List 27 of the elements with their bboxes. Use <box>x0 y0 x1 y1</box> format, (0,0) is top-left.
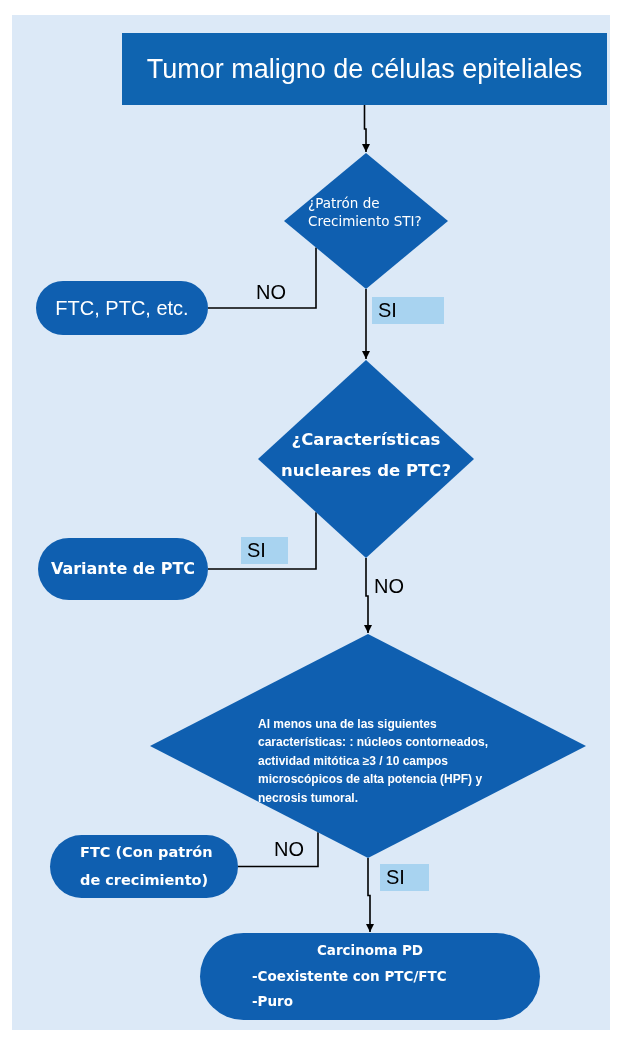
connector-line <box>362 104 370 153</box>
connector-line <box>362 288 370 360</box>
connector-line <box>207 246 317 309</box>
node-text: Carcinoma PD <box>315 941 425 961</box>
node-text: Tumor maligno de células epiteliales <box>146 52 583 86</box>
node-text: Al menos una de las siguientes características: : núcleos contorneados, actividad mitótica ≥3 / 10 campos microscópicos de alta potencia (HPF) y necrosis tumoral. <box>258 715 490 807</box>
connector-line <box>237 831 319 868</box>
edge-label: NO <box>255 280 287 305</box>
terminal-pill <box>36 281 208 335</box>
decision-diamond <box>150 634 586 858</box>
node-text: -Puro <box>252 992 294 1012</box>
connector-line <box>207 511 317 570</box>
connector-line <box>366 857 374 933</box>
connector-line <box>364 557 372 634</box>
node-text: ¿Patrón de Crecimiento STI? <box>308 193 423 231</box>
node-text: -Coexistente con PTC/FTC <box>252 966 447 986</box>
node-text: FTC (Con patrón de crecimiento) <box>80 842 214 890</box>
edge-label: NO <box>273 837 305 862</box>
decision-diamond <box>284 153 448 289</box>
node-text: Variante de PTC <box>50 559 196 579</box>
edge-label: SI <box>241 537 288 564</box>
node-text: FTC, PTC, etc. <box>55 296 189 320</box>
edge-label: SI <box>380 864 429 891</box>
edge-label: NO <box>373 574 405 599</box>
process-box <box>122 33 607 105</box>
node-text: ¿Características nucleares de PTC? <box>280 428 452 482</box>
edge-label: SI <box>372 297 444 324</box>
